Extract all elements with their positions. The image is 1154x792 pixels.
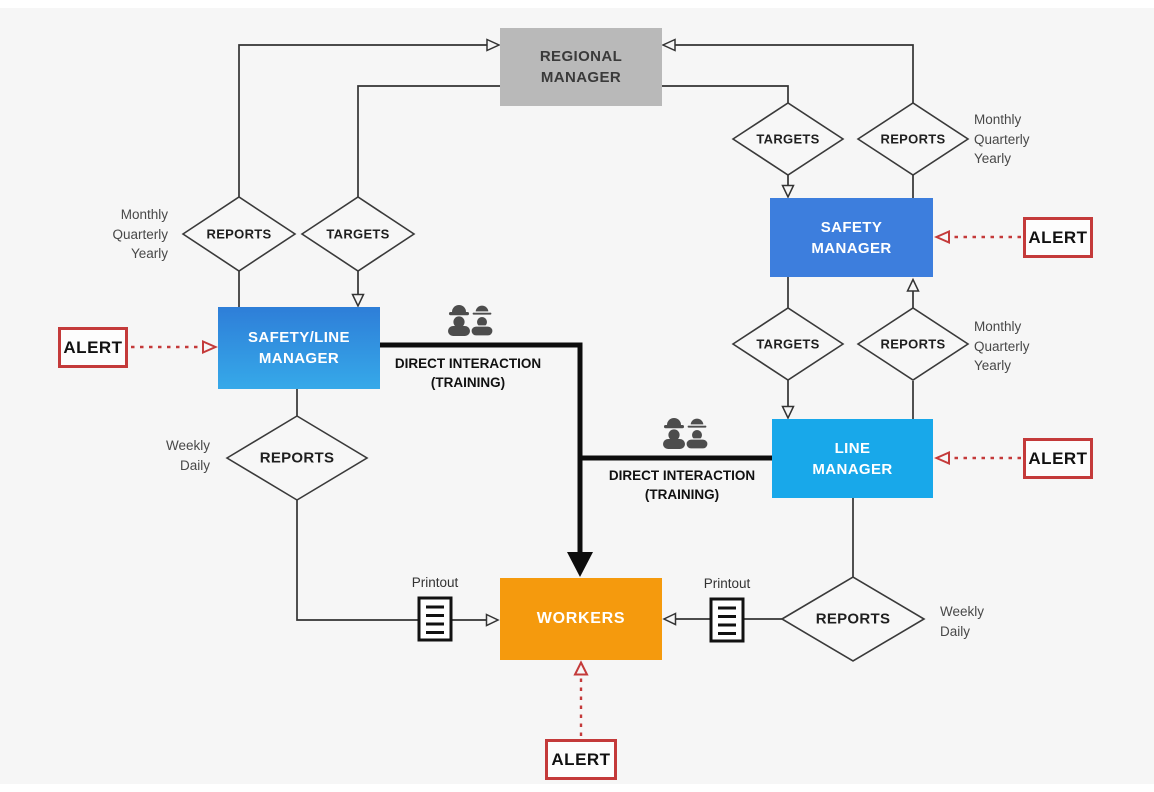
frequency-label-monthly-quarterly-yearly-mid-right: Monthly Quarterly Yearly bbox=[974, 319, 1030, 374]
arrowhead-into-safetymgr-bottom bbox=[906, 277, 920, 292]
arrowhead-into-workers-left bbox=[485, 613, 500, 627]
alert-box-safety-line-manager[interactable]: ALERT bbox=[58, 327, 128, 368]
node-safety-line-manager[interactable]: SAFETY/LINE MANAGER bbox=[218, 307, 380, 389]
arrowhead-into-safetyline-top bbox=[351, 293, 365, 308]
top-margin bbox=[0, 0, 1154, 8]
alert-arrowhead-into-linemgr bbox=[934, 450, 950, 466]
arrowhead-solid-into-workers-top bbox=[567, 552, 593, 577]
diamond-label-reports-top-left[interactable]: REPORTS bbox=[206, 226, 272, 242]
diamond-label-reports-bottom-right[interactable]: REPORTS bbox=[815, 610, 891, 628]
workers-icon-lower bbox=[663, 417, 709, 450]
frequency-label-weekly-daily-right: Weekly Daily bbox=[940, 604, 985, 639]
alert-box-safety-manager[interactable]: ALERT bbox=[1023, 217, 1093, 258]
printout-label-left: Printout bbox=[411, 575, 459, 590]
alert-box-line-manager[interactable]: ALERT bbox=[1023, 438, 1093, 479]
alert-arrowhead-into-workers bbox=[573, 660, 589, 676]
alert-box-workers[interactable]: ALERT bbox=[545, 739, 617, 780]
node-safety-manager[interactable]: SAFETY MANAGER bbox=[770, 198, 933, 277]
node-workers[interactable]: WORKERS bbox=[500, 578, 662, 660]
printout-icon-right bbox=[709, 597, 745, 643]
frequency-label-monthly-quarterly-yearly-left: Monthly Quarterly Yearly bbox=[112, 207, 168, 262]
alert-arrowhead-into-safetyline bbox=[202, 339, 218, 355]
arrowhead-into-safetymgr-top bbox=[781, 184, 795, 199]
frequency-label-monthly-quarterly-yearly-top-right: Monthly Quarterly Yearly bbox=[974, 112, 1030, 167]
connector-regional-to-targets-left bbox=[357, 85, 500, 197]
diamond-label-reports-top-right[interactable]: REPORTS bbox=[880, 131, 946, 147]
arrowhead-into-linemgr-top bbox=[781, 405, 795, 420]
alert-arrowhead-into-safetymgr bbox=[934, 229, 950, 245]
diamond-label-reports-bottom-left[interactable]: REPORTS bbox=[259, 449, 335, 467]
node-regional-manager[interactable]: REGIONAL MANAGER bbox=[500, 28, 662, 106]
diamond-label-targets-top-left[interactable]: TARGETS bbox=[326, 226, 390, 242]
printout-label-right: Printout bbox=[703, 576, 751, 591]
diamond-label-targets-top-right[interactable]: TARGETS bbox=[756, 131, 820, 147]
diamond-label-targets-mid-right[interactable]: TARGETS bbox=[756, 336, 820, 352]
bottom-margin bbox=[0, 784, 1154, 792]
connector-reports-right-to-regional bbox=[675, 44, 914, 103]
arrowhead-into-workers-right bbox=[662, 612, 677, 626]
arrowhead-into-regional-left bbox=[486, 38, 501, 52]
arrowheads bbox=[351, 38, 920, 627]
printout-icon-left bbox=[417, 596, 453, 642]
direct-interaction-label-upper: DIRECT INTERACTION (TRAINING) bbox=[394, 356, 542, 390]
connector-reports-bottom-to-workers bbox=[296, 500, 487, 621]
workers-icon-upper bbox=[448, 304, 494, 337]
connector-reports-left-to-regional bbox=[238, 44, 487, 197]
connector-regional-to-targets-right bbox=[662, 85, 789, 103]
direct-interaction-label-lower: DIRECT INTERACTION (TRAINING) bbox=[608, 468, 756, 502]
frequency-label-weekly-daily-left: Weekly Daily bbox=[165, 438, 210, 473]
diamond-label-reports-mid-right[interactable]: REPORTS bbox=[880, 336, 946, 352]
arrowhead-into-regional-right bbox=[661, 38, 676, 52]
node-line-manager[interactable]: LINE MANAGER bbox=[772, 419, 933, 498]
